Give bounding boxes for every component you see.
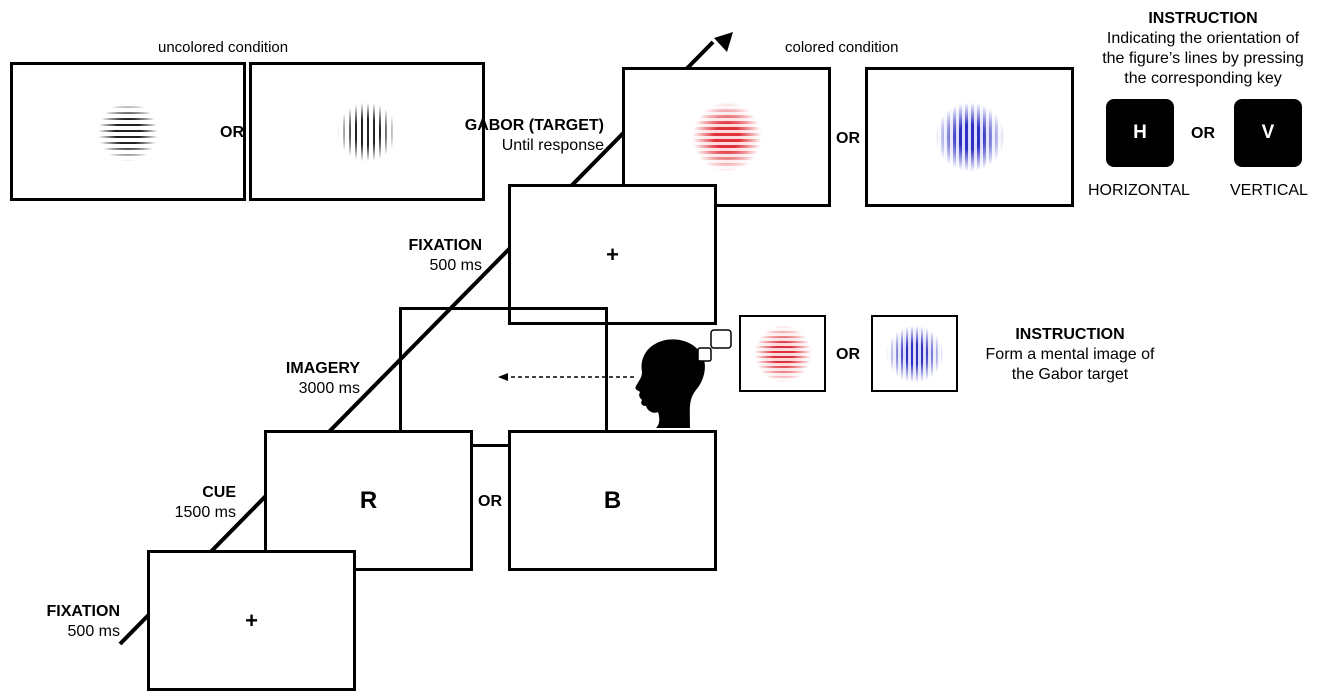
gabor-blue-screen	[865, 67, 1074, 207]
uncolored-condition-label: uncolored condition	[158, 39, 289, 56]
gabor-step-title: GABOR (TARGET)	[464, 117, 604, 134]
fixation-screen-2: +	[508, 184, 717, 325]
thought-bubble-large	[710, 329, 732, 349]
key-h-label: HORIZONTAL	[1088, 182, 1190, 199]
imagery-step-title: IMAGERY	[285, 360, 360, 377]
response-instruction-line-2: the figure’s lines by pressing	[1102, 50, 1304, 67]
imagery-instruction: INSTRUCTION Form a mental image of the G…	[970, 325, 1170, 385]
uncolored-horizontal-screen	[10, 62, 246, 201]
imagery-instruction-title: INSTRUCTION	[1015, 326, 1125, 343]
fixation2-step-title: FIXATION	[408, 237, 482, 254]
imagery-blue-option	[871, 315, 958, 392]
or-label-cue: OR	[478, 493, 502, 510]
fixation-screen-1: +	[147, 550, 356, 691]
gabor-step-duration: Until response	[501, 137, 604, 154]
or-label-keys: OR	[1191, 125, 1215, 142]
gabor-step-label: GABOR (TARGET) Until response	[420, 116, 604, 156]
fixation1-step-title: FIXATION	[46, 603, 120, 620]
small-red-gabor	[753, 324, 812, 383]
fixation1-step-duration: 500 ms	[67, 623, 120, 640]
response-instruction-title: INSTRUCTION	[1148, 10, 1258, 27]
imagery-instruction-line-1: Form a mental image of	[985, 346, 1155, 363]
red-horizontal-gabor	[691, 102, 762, 172]
gray-vertical-gabor	[337, 101, 397, 162]
cue-letter-b: B	[603, 486, 622, 514]
cue-step-duration: 1500 ms	[174, 504, 236, 521]
blue-vertical-gabor	[934, 102, 1005, 172]
cue-step-title: CUE	[202, 484, 236, 501]
or-label-imagery: OR	[836, 346, 860, 363]
fixation1-step-label: FIXATION 500 ms	[20, 602, 120, 642]
small-blue-gabor	[885, 324, 944, 383]
cue-screen-r: R	[264, 430, 473, 571]
key-v-label: VERTICAL	[1230, 182, 1308, 199]
gray-horizontal-gabor	[98, 101, 158, 162]
fixation2-step-label: FIXATION 500 ms	[382, 236, 482, 276]
cue-step-label: CUE 1500 ms	[136, 483, 236, 523]
imagery-red-option	[739, 315, 826, 392]
key-h: H	[1106, 99, 1174, 167]
fixation2-step-duration: 500 ms	[429, 257, 482, 274]
or-label-uncolored: OR	[220, 124, 244, 141]
fixation-cross-1: +	[245, 607, 258, 633]
cue-screen-b: B	[508, 430, 717, 571]
thought-bubble-small	[697, 347, 712, 362]
timeline-axis	[118, 40, 715, 646]
fixation-cross-2: +	[606, 241, 619, 267]
gabor-red-screen	[622, 67, 831, 207]
imagery-instruction-line-2: the Gabor target	[1011, 366, 1129, 383]
uncolored-vertical-screen	[249, 62, 485, 201]
colored-condition-label: colored condition	[785, 39, 899, 56]
imagery-screen	[399, 307, 608, 447]
timeline-arrowhead	[714, 32, 733, 52]
head-silhouette-icon	[635, 339, 705, 428]
imagery-step-duration: 3000 ms	[298, 380, 360, 397]
cue-letter-r: R	[359, 486, 378, 514]
or-label-colored: OR	[836, 130, 860, 147]
response-instruction-line-3: the corresponding key	[1124, 70, 1282, 87]
imagery-step-label: IMAGERY 3000 ms	[260, 359, 360, 399]
response-instruction: INSTRUCTION Indicating the orientation o…	[1083, 9, 1320, 89]
response-instruction-line-1: Indicating the orientation of	[1106, 30, 1300, 47]
key-v: V	[1234, 99, 1302, 167]
